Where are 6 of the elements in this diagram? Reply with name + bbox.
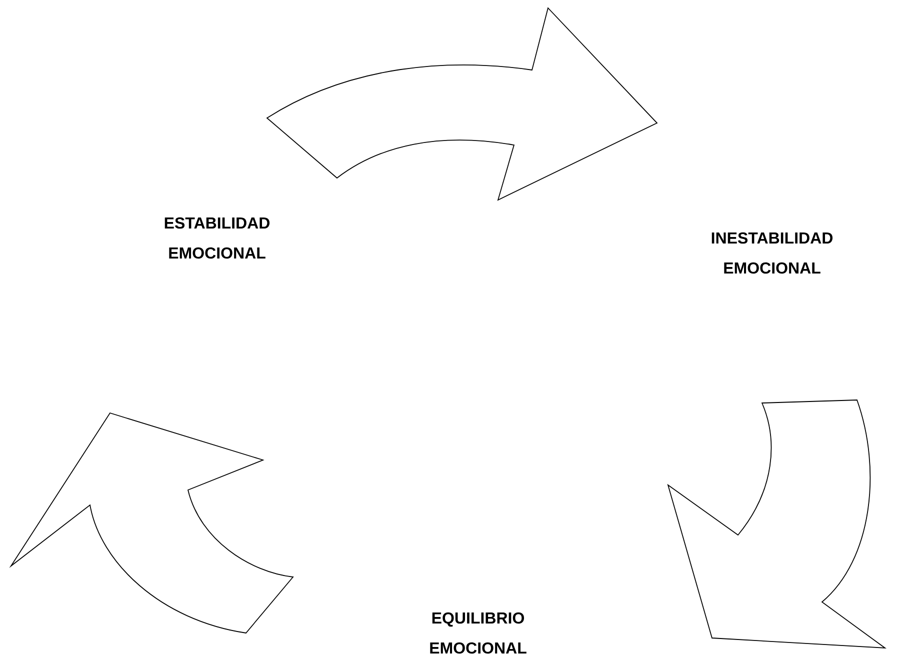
node-label: INESTABILIDAD EMOCIONAL <box>712 232 833 274</box>
node-label: ESTABILIDAD EMOCIONAL <box>164 217 270 259</box>
block-arrow <box>10 412 294 634</box>
block-arrow <box>266 8 658 200</box>
node-label: EQUILIBRIO EMOCIONAL <box>430 612 526 654</box>
block-arrow <box>668 400 886 648</box>
